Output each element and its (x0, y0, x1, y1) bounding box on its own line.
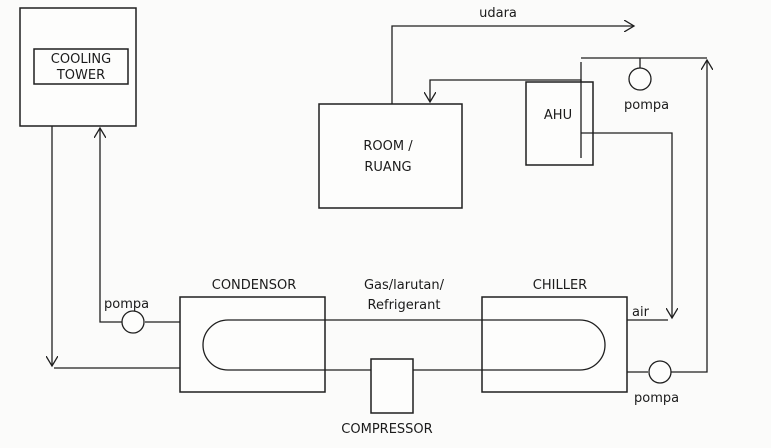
compressor-box (370, 358, 414, 414)
pump-to-tower-pipe (100, 128, 122, 323)
chiller-label: CHILLER (533, 278, 587, 293)
compressor-label: COMPRESSOR (341, 422, 432, 437)
chiller-pump-icon (648, 360, 672, 384)
air-label: air (632, 305, 650, 320)
cooling-tower-label-line1: COOLING (51, 52, 111, 67)
condensor-label: CONDENSOR (212, 278, 297, 293)
udara-label: udara (479, 6, 517, 21)
ahu-pump-icon (628, 67, 652, 91)
condensor-pump-icon (121, 310, 145, 334)
ahu-pump-label: pompa (624, 98, 669, 113)
condensor-pump-label: pompa (104, 297, 149, 312)
ahu-box (525, 81, 594, 166)
room-label-line2: RUANG (364, 160, 411, 175)
chilled-water-supply-line (671, 60, 707, 373)
cooling-tower-label-line2: TOWER (56, 68, 105, 83)
cooling-tower-label-box (33, 48, 129, 85)
chilled-water-return-line (581, 132, 672, 318)
ahu-label: AHU (544, 108, 572, 123)
udara-exhaust-line (391, 26, 634, 104)
condensor-box (179, 296, 326, 393)
chiller-pump-label: pompa (634, 391, 679, 406)
refrigerant-label-line2: Refrigerant (368, 298, 441, 313)
refrigerant-label-line1: Gas/larutan/ (364, 278, 445, 293)
room-label-line1: ROOM / (363, 139, 413, 154)
chiller-box (481, 296, 628, 393)
room-box (318, 103, 463, 209)
